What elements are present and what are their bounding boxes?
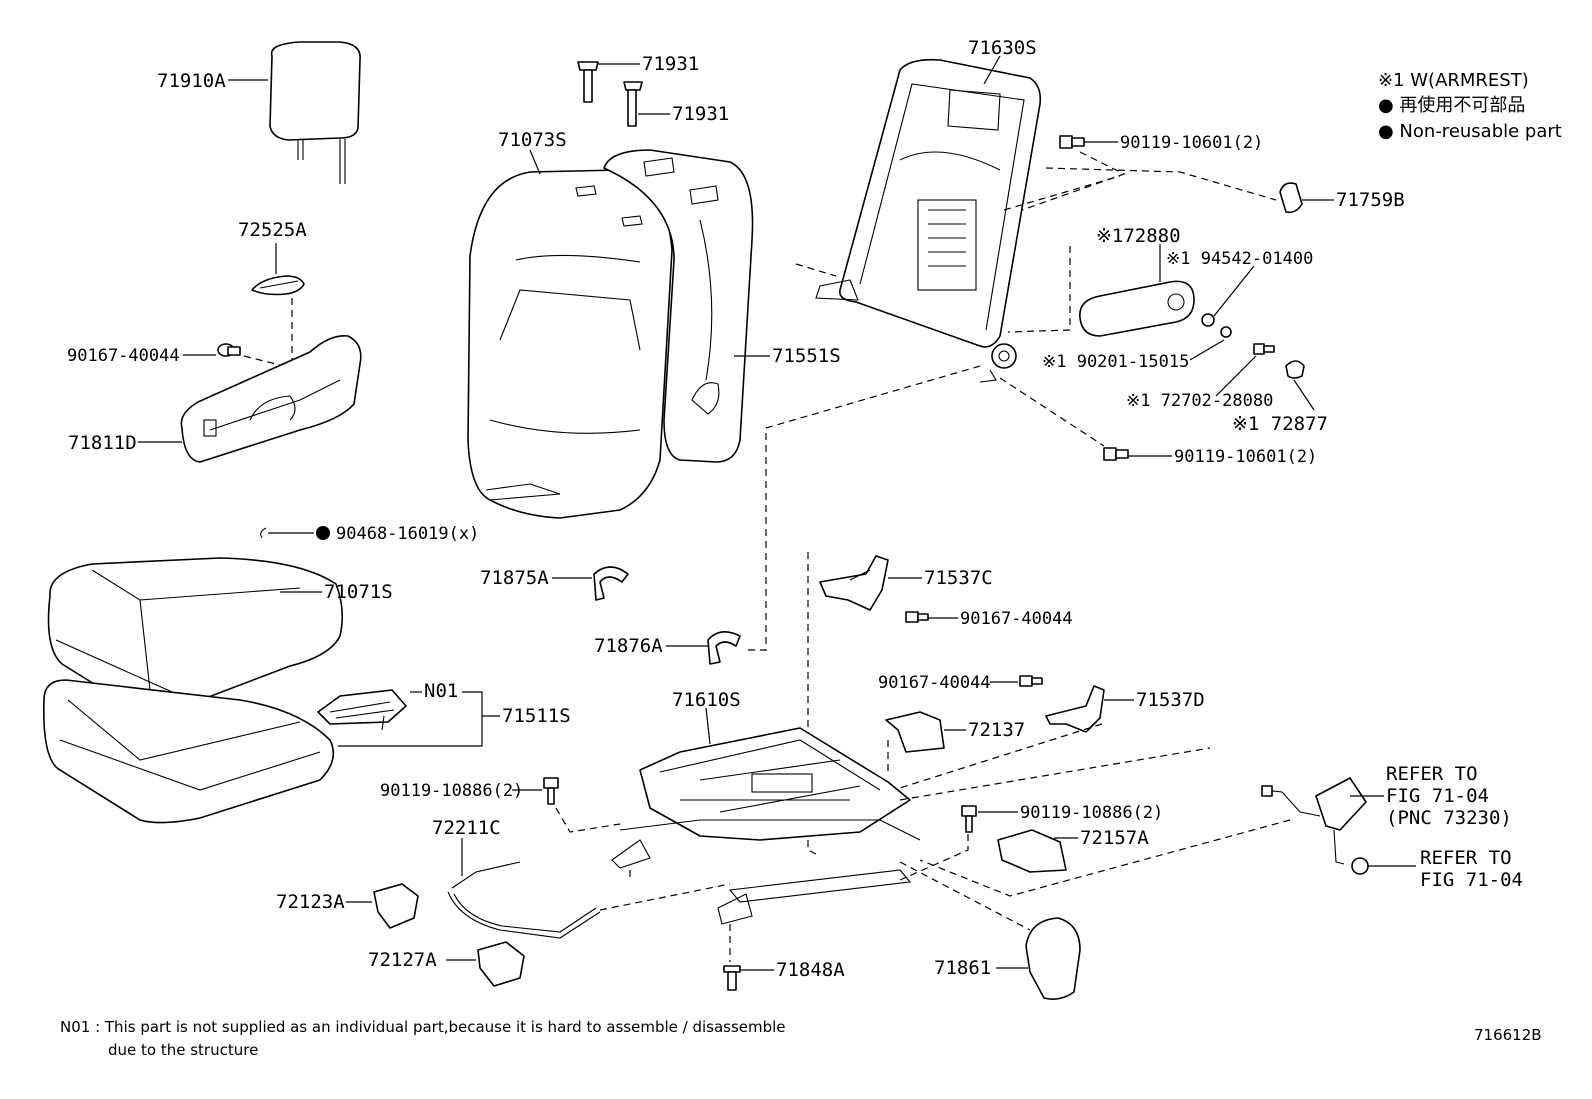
- part-side-cover-71811D[interactable]: 71811D: [68, 335, 362, 463]
- part-bracket-71537D[interactable]: 71537D: [899, 685, 1205, 789]
- part-screw-90167-40044-mid[interactable]: 90167-40044: [905, 609, 1073, 629]
- footnote-line2: due to the structure: [108, 1041, 258, 1059]
- part-bracket-71537C[interactable]: 71537C: [807, 552, 993, 857]
- label-71071S: 71071S: [324, 581, 393, 603]
- part-bolt-90119-10601-upper[interactable]: 90119-10601(2): [1021, 133, 1263, 211]
- part-clip-71875A[interactable]: 71875A: [480, 566, 629, 601]
- label-71630S: 71630S: [968, 37, 1037, 59]
- footnote-line1: N01 : This part is not supplied as an in…: [60, 1018, 786, 1036]
- legend-armrest-note: ※1 W(ARMREST): [1378, 70, 1529, 91]
- part-seatback-cover-71073S[interactable]: 71073S: [467, 129, 673, 519]
- part-clip-71931-upper[interactable]: 71931: [577, 53, 699, 103]
- part-bolt-90119-10886-left[interactable]: 90119-10886(2): [380, 777, 621, 833]
- part-heater-71511S[interactable]: N01 71511S: [317, 680, 571, 747]
- label-refer-fig-71-04-a-line1: REFER TO: [1386, 763, 1478, 785]
- label-71861: 71861: [934, 957, 991, 979]
- label-N01: N01: [424, 680, 458, 702]
- label-refer-fig-71-04-b-line2[interactable]: FIG 71-04: [1420, 869, 1523, 891]
- label-90167-40044-left: 90167-40044: [67, 346, 180, 366]
- label-71910A: 71910A: [157, 70, 226, 92]
- label-90201-15015: ※1 90201-15015: [1042, 352, 1189, 372]
- label-71811D: 71811D: [68, 432, 137, 454]
- part-seat-cushion-71071S[interactable]: 71071S: [47, 557, 393, 708]
- part-seat-belt-buckle[interactable]: REFER TO FIG 71-04 (PNC 73230) REFER TO …: [1261, 763, 1523, 891]
- figure-id: 716612B: [1474, 1026, 1542, 1044]
- label-90119-10601-upper: 90119-10601(2): [1120, 133, 1263, 153]
- part-bolt-90119-10886-right[interactable]: 90119-10886(2): [899, 803, 1163, 881]
- label-90167-40044-mid: 90167-40044: [960, 609, 1073, 629]
- label-90167-40044-right: 90167-40044: [878, 673, 991, 693]
- part-seat-frame-71610S[interactable]: 71610S: [611, 689, 921, 962]
- label-71610S: 71610S: [672, 689, 741, 711]
- label-71875A: 71875A: [480, 567, 549, 589]
- label-71551S: 71551S: [772, 345, 841, 367]
- connector-lines-right: [899, 747, 1291, 931]
- label-refer-fig-71-04-a-line2[interactable]: FIG 71-04: [1386, 785, 1489, 807]
- part-clip-72127A[interactable]: 72127A: [368, 941, 525, 987]
- label-72525A: 72525A: [238, 219, 307, 241]
- part-clip-71931-lower[interactable]: 71931: [623, 81, 729, 127]
- part-ring-90468-16019[interactable]: 90468-16019(x): [260, 524, 480, 544]
- label-72157A: 72157A: [1080, 827, 1149, 849]
- part-71848A[interactable]: 71848A: [723, 959, 845, 991]
- label-71848A: 71848A: [776, 959, 845, 981]
- part-seatback-pad-71551S[interactable]: 71551S: [603, 149, 841, 463]
- label-71876A: 71876A: [594, 635, 663, 657]
- label-71931-upper: 71931: [642, 53, 699, 75]
- label-refer-fig-71-04-a-line3: (PNC 73230): [1386, 807, 1512, 829]
- part-clip-71876A[interactable]: 71876A: [594, 365, 981, 665]
- label-90119-10886-right: 90119-10886(2): [1020, 803, 1163, 823]
- label-72877: ※1 72877: [1232, 413, 1328, 435]
- footnote: N01 : This part is not supplied as an in…: [60, 1018, 786, 1059]
- label-90119-10601-lower: 90119-10601(2): [1174, 447, 1317, 467]
- legend: ※1 W(ARMREST) ● 再使用不可部品 ● Non-reusable p…: [1378, 70, 1562, 142]
- part-wire-72211C[interactable]: 72211C: [432, 817, 731, 939]
- part-71861[interactable]: 71861: [934, 917, 1081, 1000]
- label-71931-lower: 71931: [672, 103, 729, 125]
- part-bolt-90119-10601-lower[interactable]: 90119-10601(2): [999, 377, 1317, 467]
- part-clip-72123A[interactable]: 72123A: [276, 883, 419, 929]
- legend-non-reusable-en: ● Non-reusable part: [1378, 121, 1562, 142]
- label-refer-fig-71-04-b-line1: REFER TO: [1420, 847, 1512, 869]
- part-screw-90167-40044-right[interactable]: 90167-40044: [878, 673, 1043, 693]
- part-headrest-71910A[interactable]: 71910A: [157, 41, 361, 184]
- part-nut-94542-01400[interactable]: ※1 94542-01400: [1166, 249, 1313, 327]
- label-71537C: 71537C: [924, 567, 993, 589]
- non-reusable-dot-icon: [316, 526, 330, 540]
- legend-non-reusable-jp: ● 再使用不可部品: [1378, 95, 1525, 116]
- part-seatback-frame-71630S[interactable]: 71630S: [795, 37, 1121, 383]
- label-72880: ※172880: [1096, 225, 1181, 247]
- part-clip-72525A[interactable]: 72525A: [238, 219, 307, 360]
- label-94542-01400: ※1 94542-01400: [1166, 249, 1313, 269]
- label-71073S: 71073S: [498, 129, 567, 151]
- part-cap-72877[interactable]: ※1 72877: [1232, 360, 1328, 435]
- part-armrest-72880[interactable]: ※172880: [1007, 225, 1195, 337]
- part-72137[interactable]: 72137: [885, 711, 1025, 772]
- part-screw-90167-40044-left[interactable]: 90167-40044: [67, 343, 301, 371]
- label-90468-16019: 90468-16019(x): [336, 524, 479, 544]
- part-72157A[interactable]: 72157A: [997, 827, 1149, 873]
- part-71759B[interactable]: 71759B: [1045, 167, 1405, 214]
- part-seat-cushion-lower: [43, 679, 335, 824]
- label-72211C: 72211C: [432, 817, 501, 839]
- label-71759B: 71759B: [1336, 189, 1405, 211]
- part-bolt-72702-28080[interactable]: ※1 72702-28080: [1126, 343, 1275, 411]
- label-72137: 72137: [968, 719, 1025, 741]
- label-72123A: 72123A: [276, 891, 345, 913]
- label-71511S: 71511S: [502, 705, 571, 727]
- label-71537D: 71537D: [1136, 689, 1205, 711]
- label-72127A: 72127A: [368, 949, 437, 971]
- label-90119-10886-left: 90119-10886(2): [380, 781, 523, 801]
- part-washer-90201-15015[interactable]: ※1 90201-15015: [1042, 326, 1232, 372]
- label-72702-28080: ※1 72702-28080: [1126, 391, 1273, 411]
